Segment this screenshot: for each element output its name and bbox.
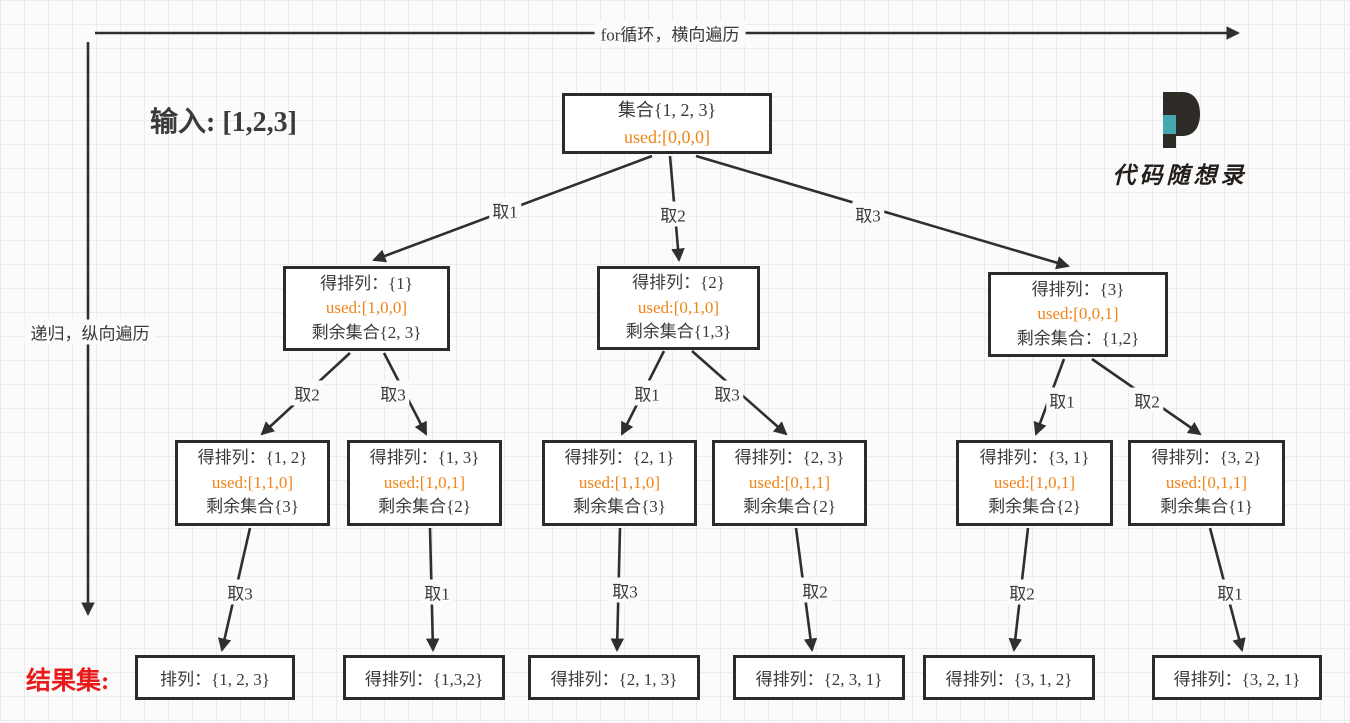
node-remaining-line: 剩余集合{2} <box>743 497 836 517</box>
tree-node-perm-1: 得排列：{1} used:[1,0,0] 剩余集合{2, 3} <box>283 266 450 351</box>
root-used-line: used:[0,0,0] <box>624 126 710 147</box>
node-perm-line: 得排列：{1, 2} <box>197 448 308 468</box>
logo-d-icon <box>1163 92 1200 148</box>
node-remaining-line: 剩余集合{2} <box>378 497 471 517</box>
tree-node-perm-23: 得排列：{2, 3} used:[0,1,1] 剩余集合{2} <box>712 440 867 526</box>
result-node-213: 得排列：{2, 1, 3} <box>528 655 700 700</box>
node-remaining-line: 剩余集合{2} <box>988 497 1081 517</box>
node-perm-line: 得排列：{1} <box>320 273 413 293</box>
edge-label-take: 取3 <box>224 579 256 605</box>
node-used-line: used:[0,1,1] <box>1165 472 1248 492</box>
edge-label-take: 取3 <box>711 380 743 406</box>
edge-label-take: 取1 <box>631 380 663 406</box>
recursion-axis-label: 递归，纵向遍历 <box>24 319 156 345</box>
node-perm-line: 得排列：{3, 2} <box>1151 448 1262 468</box>
node-perm-line: 得排列：{2} <box>632 273 725 293</box>
result-text: 得排列：{2, 1, 3} <box>550 670 678 689</box>
node-remaining-line: 剩余集合：{1,2} <box>1016 328 1140 348</box>
tree-node-perm-13: 得排列：{1, 3} used:[1,0,1] 剩余集合{2} <box>347 440 502 526</box>
node-remaining-line: 剩余集合{3} <box>573 497 666 517</box>
node-perm-line: 得排列：{2, 3} <box>734 448 845 468</box>
tree-node-perm-3: 得排列：{3} used:[0,0,1] 剩余集合：{1,2} <box>988 272 1168 357</box>
edge-label-take: 取2 <box>291 380 323 406</box>
edge-label-take: 取1 <box>421 579 453 605</box>
edge-label-take: 取3 <box>852 201 884 227</box>
node-remaining-line: 剩余集合{2, 3} <box>311 322 422 342</box>
node-used-line: used:[1,1,0] <box>578 472 661 492</box>
result-node-123: 排列：{1, 2, 3} <box>135 655 295 700</box>
logo-text: 代码随想录 <box>1112 163 1248 188</box>
edge-label-take: 取1 <box>489 197 521 223</box>
result-text: 得排列：{3, 2, 1} <box>1173 670 1301 689</box>
node-perm-line: 得排列：{2, 1} <box>564 448 675 468</box>
tree-node-perm-31: 得排列：{3, 1} used:[1,0,1] 剩余集合{2} <box>956 440 1113 526</box>
node-perm-line: 得排列：{1, 3} <box>369 448 480 468</box>
node-perm-line: 得排列：{3, 1} <box>979 448 1090 468</box>
edge-label-take: 取2 <box>657 201 689 227</box>
edge-label-take: 取3 <box>609 577 641 603</box>
edge-label-take: 取2 <box>1131 387 1163 413</box>
node-perm-line: 得排列：{3} <box>1031 279 1125 299</box>
node-used-line: used:[1,1,0] <box>211 472 294 492</box>
result-set-label: 结果集: <box>26 668 110 695</box>
node-used-line: used:[0,0,1] <box>1037 304 1119 324</box>
tree-node-perm-21: 得排列：{2, 1} used:[1,1,0] 剩余集合{3} <box>542 440 697 526</box>
result-text: 得排列：{2, 3, 1} <box>755 670 883 689</box>
node-used-line: used:[1,0,1] <box>383 472 466 492</box>
node-remaining-line: 剩余集合{1,3} <box>625 322 732 342</box>
logo: 代码随想录 <box>1080 92 1280 190</box>
tree-root-node: 集合{1, 2, 3} used:[0,0,0] <box>562 93 772 154</box>
result-text: 排列：{1, 2, 3} <box>160 670 270 689</box>
result-text: 得排列：{3, 1, 2} <box>945 670 1073 689</box>
result-node-321: 得排列：{3, 2, 1} <box>1152 655 1322 700</box>
tree-node-perm-32: 得排列：{3, 2} used:[0,1,1] 剩余集合{1} <box>1128 440 1285 526</box>
node-used-line: used:[1,0,0] <box>325 298 408 318</box>
input-label: 输入: [1,2,3] <box>150 107 297 138</box>
root-set-line: 集合{1, 2, 3} <box>617 99 717 120</box>
result-node-231: 得排列：{2, 3, 1} <box>733 655 905 700</box>
node-used-line: used:[1,0,1] <box>993 472 1076 492</box>
result-text: 得排列：{1,3,2} <box>364 670 484 689</box>
node-remaining-line: 剩余集合{3} <box>206 497 299 517</box>
edge-label-take: 取3 <box>377 380 409 406</box>
tree-node-perm-12: 得排列：{1, 2} used:[1,1,0] 剩余集合{3} <box>175 440 330 526</box>
edge-label-take: 取1 <box>1214 579 1246 605</box>
result-node-132: 得排列：{1,3,2} <box>343 655 505 700</box>
node-used-line: used:[0,1,0] <box>637 297 720 317</box>
edge-label-take: 取1 <box>1046 387 1078 413</box>
node-used-line: used:[0,1,1] <box>748 472 831 492</box>
edge-label-take: 取2 <box>1006 579 1038 605</box>
edge-label-take: 取2 <box>799 577 831 603</box>
result-node-312: 得排列：{3, 1, 2} <box>923 655 1095 700</box>
tree-node-perm-2: 得排列：{2} used:[0,1,0] 剩余集合{1,3} <box>597 266 760 350</box>
node-remaining-line: 剩余集合{1} <box>1160 497 1253 517</box>
for-loop-axis-label: for循环，横向遍历 <box>594 20 746 46</box>
